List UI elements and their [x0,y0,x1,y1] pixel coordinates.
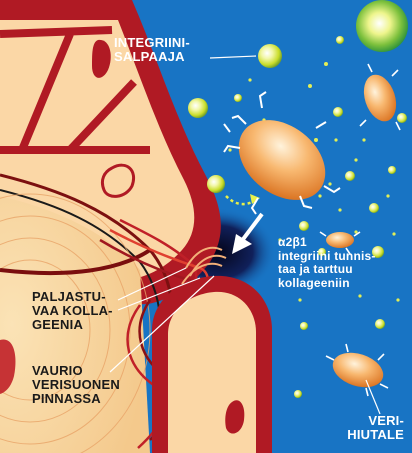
label-alpha2beta1-line-2: integriini tunnis- [278,250,376,264]
label-exposed-collagen-line-3: GEENIA [32,318,113,332]
lower-vessel-tissue [168,292,256,453]
label-platelet-line-2: HIUTALE [344,428,404,442]
label-integrin-blocker: INTEGRIINI- SALPAAJA [114,36,190,64]
label-integrin-blocker-line-2: SALPAAJA [114,50,190,64]
label-alpha2beta1-line-1: α2β1 [278,236,376,250]
label-exposed-collagen: PALJASTU- VAA KOLLA- GEENIA [32,290,113,332]
label-alpha2beta1-line-3: taa ja tarttuu [278,263,376,277]
label-platelet-line-1: VERI- [344,414,404,428]
label-vessel-damage: VAURIO VERISUONEN PINNASSA [32,364,120,406]
label-platelet: VERI- HIUTALE [344,414,404,442]
cell-nucleus-2 [102,165,133,196]
label-exposed-collagen-line-2: VAA KOLLA- [32,304,113,318]
label-vessel-damage-line-2: VERISUONEN [32,378,120,392]
large-blocker-orb [356,0,408,52]
label-integrin-blocker-line-1: INTEGRIINI- [114,36,190,50]
label-vessel-damage-line-3: PINNASSA [32,392,120,406]
label-alpha2beta1: α2β1 integriini tunnis- taa ja tarttuu k… [278,236,376,290]
label-exposed-collagen-line-1: PALJASTU- [32,290,113,304]
label-alpha2beta1-line-4: kollageeniin [278,277,376,291]
label-vessel-damage-line-1: VAURIO [32,364,120,378]
